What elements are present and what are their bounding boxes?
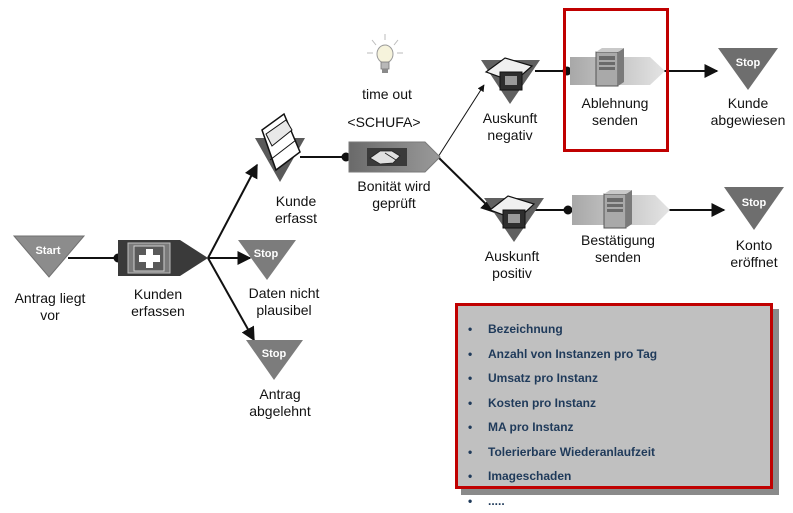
info-item: Tolerierbare Wiederanlaufzeit <box>466 440 770 465</box>
info-box: Bezeichnung Anzahl von Instanzen pro Tag… <box>455 303 773 489</box>
function-kunden-erfassen[interactable] <box>118 240 208 276</box>
start-symbol-text: Start <box>35 245 60 257</box>
folder-icon <box>262 114 300 170</box>
edge-dot <box>343 154 350 161</box>
stop-symbol-text: Stop <box>736 57 761 69</box>
edge-bonitaet-to-positiv <box>438 157 494 212</box>
event-antrag-abgelehnt[interactable]: Stop <box>246 340 303 380</box>
handshake-icon <box>367 148 407 166</box>
event-konto-eroeffnet[interactable]: Stop <box>724 187 784 230</box>
label-time-out: time out <box>352 86 422 103</box>
server-icon <box>604 190 632 228</box>
event-daten-nicht-plausibel[interactable]: Stop <box>238 240 296 280</box>
info-item: MA pro Instanz <box>466 415 770 440</box>
info-item: Umsatz pro Instanz <box>466 366 770 391</box>
info-item: Kosten pro Instanz <box>466 391 770 416</box>
info-list: Bezeichnung Anzahl von Instanzen pro Tag… <box>458 306 770 513</box>
info-item: Imageschaden <box>466 464 770 489</box>
stop-symbol-text: Stop <box>254 248 279 260</box>
info-item: ..... <box>466 489 770 513</box>
stop-symbol-text: Stop <box>262 348 287 360</box>
function-bestaetigung[interactable] <box>572 190 670 228</box>
start-event[interactable]: Start <box>14 236 84 277</box>
info-item: Anzahl von Instanzen pro Tag <box>466 342 770 367</box>
event-auskunft-negativ[interactable] <box>481 58 540 104</box>
label-schufa: <SCHUFA> <box>336 114 432 131</box>
event-auskunft-positiv[interactable] <box>484 196 544 242</box>
function-bonitaet[interactable] <box>349 142 440 172</box>
stop-symbol-text: Stop <box>742 197 767 209</box>
event-kunde-abgewiesen[interactable]: Stop <box>718 48 778 90</box>
lightbulb-icon <box>367 34 403 73</box>
info-item: Bezeichnung <box>466 317 770 342</box>
edge-dot <box>565 207 572 214</box>
highlight-frame <box>563 8 669 152</box>
event-kunde-erfasst[interactable] <box>255 114 305 182</box>
